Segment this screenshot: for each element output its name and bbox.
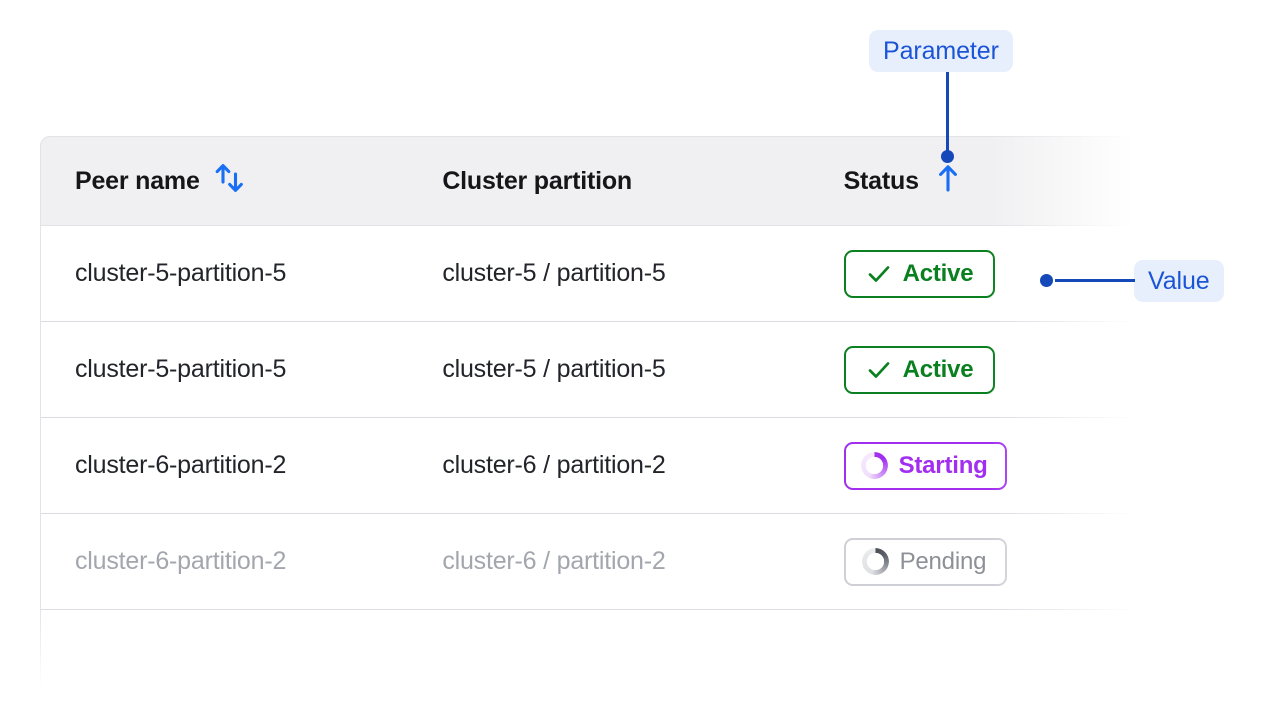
status-badge-label: Active [902, 259, 974, 287]
cell-peer-name: cluster-6-partition-2 [75, 547, 287, 575]
sort-ascending-icon[interactable] [933, 162, 963, 201]
annotation-parameter-dot [941, 150, 954, 163]
cell-peer-name: cluster-6-partition-2 [75, 451, 287, 479]
check-icon [868, 265, 889, 282]
status-badge-active: Active [843, 345, 996, 394]
spinner-icon [860, 452, 888, 479]
status-badge-pending: Pending [843, 537, 1008, 586]
peers-table-inner: Peer name Cluster partition Status [40, 136, 1140, 706]
cell-status: Active [843, 249, 1139, 298]
table-row[interactable]: cluster-5-partition-5 cluster-5 / partit… [41, 226, 1139, 322]
table-row[interactable] [41, 610, 1139, 706]
annotation-value-dot [1040, 274, 1053, 287]
table-row[interactable]: cluster-6-partition-2 cluster-6 / partit… [41, 418, 1139, 514]
check-icon [868, 361, 889, 378]
annotation-value-label: Value [1134, 260, 1224, 302]
status-badge-starting: Starting [843, 441, 1007, 490]
cell-status: Pending [843, 537, 1139, 586]
table-row[interactable]: cluster-6-partition-2 cluster-6 / partit… [41, 514, 1139, 610]
annotation-parameter-label: Parameter [869, 30, 1013, 72]
cell-cluster-partition: cluster-6 / partition-2 [442, 451, 666, 479]
table-body: cluster-5-partition-5 cluster-5 / partit… [40, 226, 1140, 706]
cell-peer-name: cluster-5-partition-5 [75, 259, 287, 287]
column-header-status[interactable]: Status [844, 162, 1139, 201]
cell-cluster-partition: cluster-6 / partition-2 [442, 547, 666, 575]
column-header-peer-name[interactable]: Peer name [41, 161, 442, 202]
peers-table: Peer name Cluster partition Status [40, 136, 1140, 706]
cell-peer-name: cluster-5-partition-5 [75, 355, 287, 383]
cell-cluster-partition: cluster-5 / partition-5 [442, 355, 666, 383]
status-badge-label: Pending [899, 547, 987, 575]
column-header-cluster-partition-label: Cluster partition [442, 166, 632, 195]
status-badge-label: Active [902, 355, 974, 383]
annotation-value-leader-line [1055, 279, 1135, 282]
status-badge-active: Active [843, 249, 996, 298]
annotation-parameter-leader-line [946, 72, 949, 156]
column-header-peer-name-label: Peer name [75, 166, 200, 195]
table-row[interactable]: cluster-5-partition-5 cluster-5 / partit… [41, 322, 1139, 418]
cell-status: Active [843, 345, 1139, 394]
column-header-cluster-partition[interactable]: Cluster partition [442, 167, 843, 196]
table-header-row: Peer name Cluster partition Status [40, 136, 1140, 226]
sort-both-icon[interactable] [214, 161, 246, 202]
status-badge-label: Starting [898, 451, 988, 479]
column-header-status-label: Status [843, 166, 919, 195]
cell-cluster-partition: cluster-5 / partition-5 [442, 259, 666, 287]
spinner-icon [861, 548, 889, 575]
cell-status: Starting [843, 441, 1139, 490]
